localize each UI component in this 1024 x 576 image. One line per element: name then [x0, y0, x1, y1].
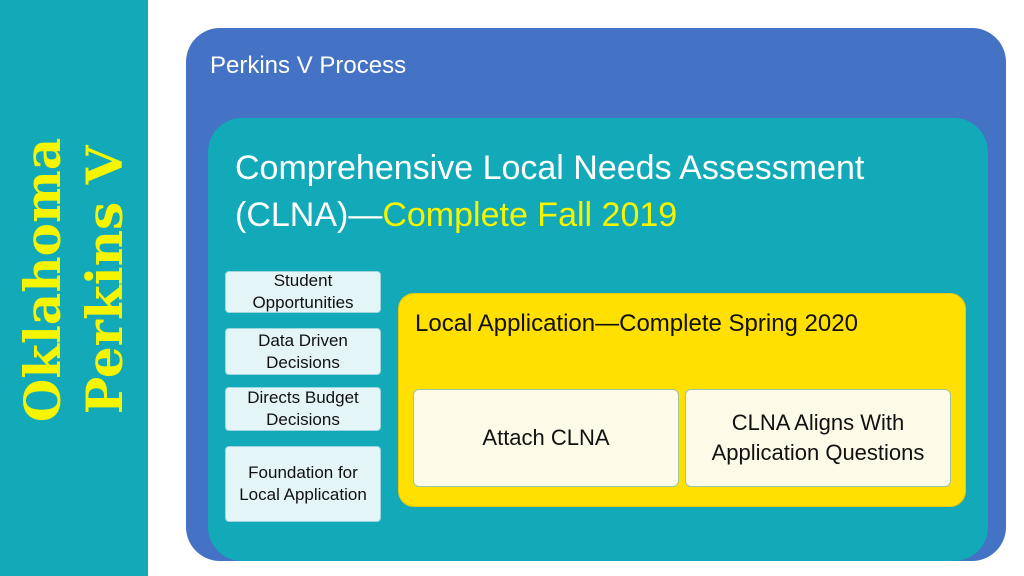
sidebar-band	[0, 0, 148, 576]
process-title: Perkins V Process	[210, 52, 407, 79]
clna-status: Complete Fall 2019	[382, 196, 678, 234]
application-step-clna-aligns: CLNA Aligns With Application Questions	[685, 389, 951, 487]
clna-item-directs-budget-decisions: Directs Budget Decisions	[225, 387, 381, 431]
clna-item-foundation-local-application: Foundation for Local Application	[225, 446, 381, 522]
local-application-title: Local Application—Complete Spring 2020	[415, 310, 858, 337]
clna-item-student-opportunities: Student Opportunities	[225, 271, 381, 313]
sidebar-title-line2: Perkins V	[75, 145, 134, 415]
clna-item-data-driven-decisions: Data Driven Decisions	[225, 328, 381, 375]
application-step-attach-clna: Attach CLNA	[413, 389, 679, 487]
sidebar-title: Oklahoma Perkins V	[12, 138, 136, 423]
clna-title-text: Comprehensive Local Needs Assessment (CL…	[235, 149, 865, 234]
clna-title: Comprehensive Local Needs Assessment (CL…	[235, 145, 955, 239]
sidebar-title-line1: Oklahoma	[13, 137, 72, 423]
